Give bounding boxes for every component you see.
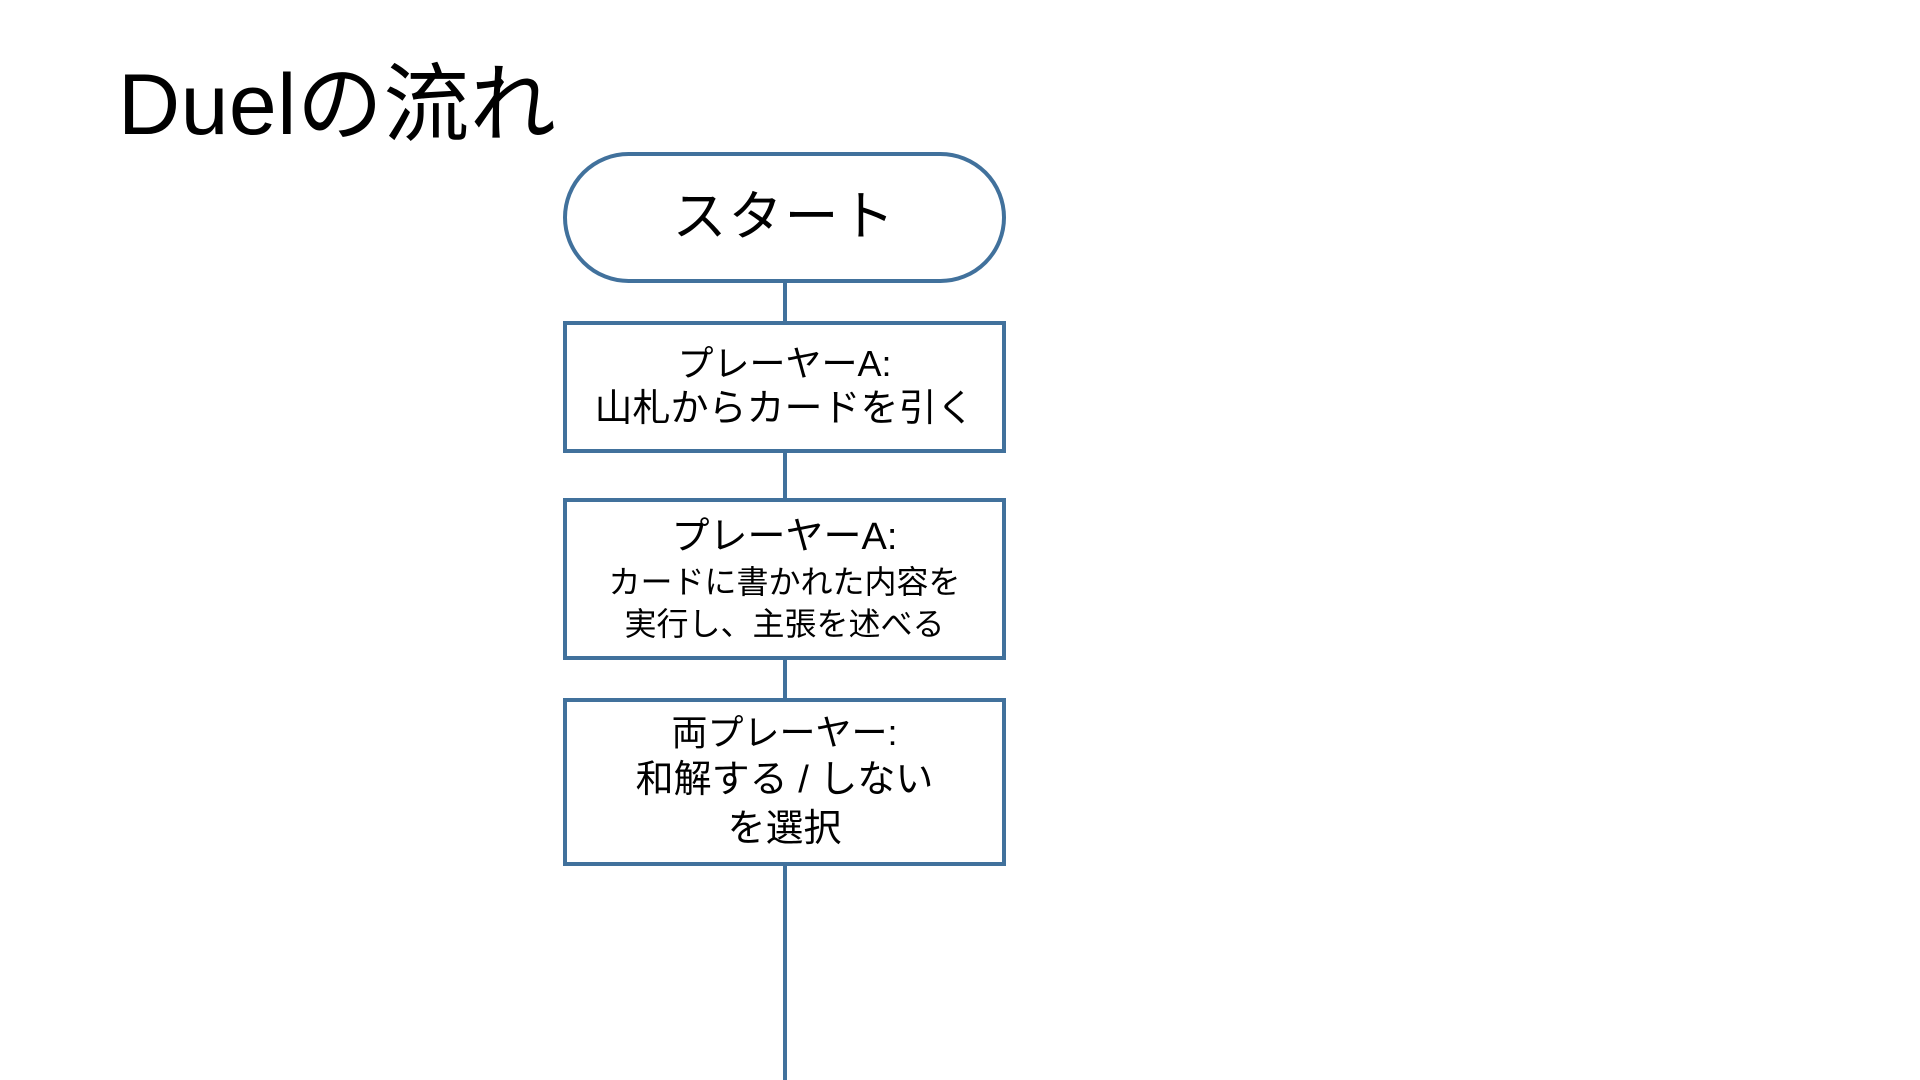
flow-node-draw-card-line-1: 山札からカードを引く bbox=[594, 387, 975, 430]
flow-node-start-label: スタート bbox=[672, 186, 897, 247]
connector-execute-to-reconcile bbox=[783, 658, 787, 700]
flow-node-reconcile-choice[interactable]: 両プレーヤー: 和解する / しない を選択 bbox=[563, 698, 1006, 866]
flow-node-start[interactable]: スタート bbox=[563, 152, 1006, 283]
flow-node-reconcile-choice-line-2: を選択 bbox=[727, 808, 842, 851]
flow-node-draw-card[interactable]: プレーヤーA: 山札からカードを引く bbox=[563, 321, 1006, 453]
page-title: Duelの流れ bbox=[118, 57, 557, 153]
connector-reconcile-to-next bbox=[783, 864, 787, 1080]
flow-node-execute-card-line-1: カードに書かれた内容を bbox=[608, 564, 961, 601]
flow-node-execute-card[interactable]: プレーヤーA: カードに書かれた内容を 実行し、主張を述べる bbox=[563, 498, 1006, 660]
flow-node-reconcile-choice-actor: 両プレーヤー: bbox=[671, 712, 898, 754]
flow-node-draw-card-actor: プレーヤーA: bbox=[677, 342, 892, 384]
flow-node-reconcile-choice-line-1: 和解する / しない bbox=[635, 759, 934, 802]
flow-node-execute-card-actor: プレーヤーA: bbox=[671, 515, 898, 558]
flow-node-execute-card-line-2: 実行し、主張を述べる bbox=[624, 605, 945, 642]
connector-start-to-draw bbox=[783, 281, 787, 323]
connector-draw-to-execute bbox=[783, 451, 787, 500]
